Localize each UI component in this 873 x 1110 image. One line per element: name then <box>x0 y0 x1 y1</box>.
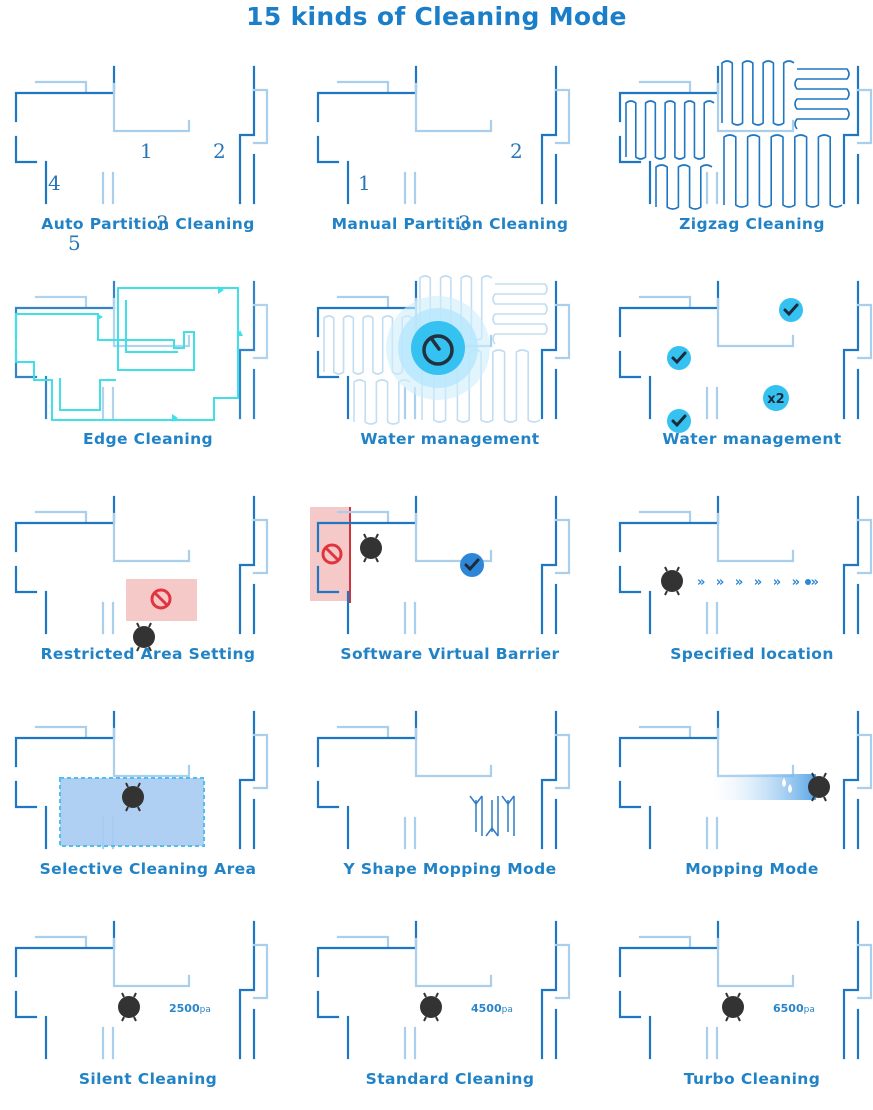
mode-label: Restricted Area Setting <box>40 645 256 663</box>
room-number: 5 <box>68 231 81 255</box>
robot-vacuum-icon <box>118 992 140 1022</box>
floor-plan <box>14 65 269 205</box>
floor-plan <box>618 495 873 635</box>
mode-label: Specified location <box>670 645 834 663</box>
robot-vacuum-icon <box>133 622 155 652</box>
mode-label: Edge Cleaning <box>82 430 214 448</box>
mode-label: Manual Partition Cleaning <box>331 215 569 233</box>
zigzag-path <box>625 60 850 210</box>
floor-plan <box>14 495 269 635</box>
robot-vacuum-icon <box>661 566 683 596</box>
path-arrows: » » » » » » » <box>697 575 822 590</box>
mode-label: Selective Cleaning Area <box>39 860 257 878</box>
room-number: 2 <box>213 139 226 163</box>
floor-plan <box>14 920 269 1060</box>
mode-tile: Software Virtual Barrier <box>310 485 590 685</box>
room-number: 3 <box>156 211 169 235</box>
mode-illustration <box>14 280 269 422</box>
mode-illustration <box>310 495 571 635</box>
mode-label: Standard Cleaning <box>365 1070 535 1088</box>
mode-illustration: x2 <box>618 280 873 433</box>
mode-tile: Mopping Mode <box>612 700 873 900</box>
room-number: 1 <box>140 139 153 163</box>
check-icon <box>667 409 691 433</box>
mop-trail <box>712 774 816 800</box>
check-icon <box>667 346 691 370</box>
mode-tile: Y Shape Mopping Mode <box>310 700 590 900</box>
floor-plan <box>618 920 873 1060</box>
mode-label: Water management <box>662 430 842 448</box>
no-entry-icon <box>321 543 343 565</box>
check-icon <box>460 553 484 577</box>
mode-tile: Zigzag Cleaning <box>612 55 873 255</box>
mode-label: Zigzag Cleaning <box>679 215 825 233</box>
suction-value: 6500pa <box>773 1002 815 1015</box>
suction-value: 4500pa <box>471 1002 513 1015</box>
mode-illustration: 1 2 3 4 5 <box>14 65 269 255</box>
mode-illustration: » » » » » » » <box>618 495 873 635</box>
robot-vacuum-icon <box>420 992 442 1022</box>
floor-plan <box>618 280 873 420</box>
page-title: 15 kinds of Cleaning Mode <box>246 2 627 31</box>
mode-tile: Edge Cleaning <box>8 270 288 470</box>
floor-plan <box>618 65 873 205</box>
mode-illustration <box>14 495 269 652</box>
mode-label: Turbo Cleaning <box>683 1070 821 1088</box>
mode-label: Mopping Mode <box>685 860 819 878</box>
mode-tile: Restricted Area Setting <box>8 485 288 685</box>
room-number: 1 <box>358 171 371 195</box>
y-shape-path <box>469 795 515 837</box>
repeat-badge: x2 <box>763 385 789 411</box>
robot-vacuum-icon <box>360 533 382 563</box>
mode-illustration <box>316 275 571 425</box>
check-icon <box>779 298 803 322</box>
floor-plan <box>316 710 571 850</box>
mode-tile: » » » » » » » Specified location <box>612 485 873 685</box>
floor-plan <box>316 65 571 205</box>
mode-label: Silent Cleaning <box>78 1070 218 1088</box>
room-number: 4 <box>48 171 61 195</box>
room-number: 2 <box>510 139 523 163</box>
floor-plan <box>316 495 571 635</box>
mode-illustration <box>618 60 873 210</box>
robot-vacuum-icon <box>722 992 744 1022</box>
mode-illustration: 1 2 3 <box>316 65 571 235</box>
water-drop-icon <box>782 778 792 793</box>
mode-illustration: 6500pa <box>618 920 873 1060</box>
mode-label: Y Shape Mopping Mode <box>343 860 557 878</box>
mode-illustration <box>14 710 269 850</box>
mode-illustration <box>618 710 873 850</box>
mode-label: Auto Partition Cleaning <box>41 215 255 233</box>
robot-vacuum-icon <box>808 772 830 802</box>
mode-illustration <box>316 710 571 850</box>
mode-tile: Water management <box>310 270 590 470</box>
floor-plan <box>316 920 571 1060</box>
mode-label: Water management <box>360 430 540 448</box>
mode-label: Software Virtual Barrier <box>340 645 560 663</box>
mode-illustration: 2500pa <box>14 920 269 1060</box>
timer-icon <box>411 321 465 375</box>
mode-tile: Selective Cleaning Area <box>8 700 288 900</box>
edge-path <box>15 287 239 421</box>
repeat-badge-text: x2 <box>767 392 784 407</box>
no-entry-icon <box>150 588 172 610</box>
robot-vacuum-icon <box>122 782 144 812</box>
mode-illustration: 4500pa <box>316 920 571 1060</box>
room-number: 3 <box>458 211 471 235</box>
floor-plan <box>618 710 873 850</box>
suction-value: 2500pa <box>169 1002 211 1015</box>
